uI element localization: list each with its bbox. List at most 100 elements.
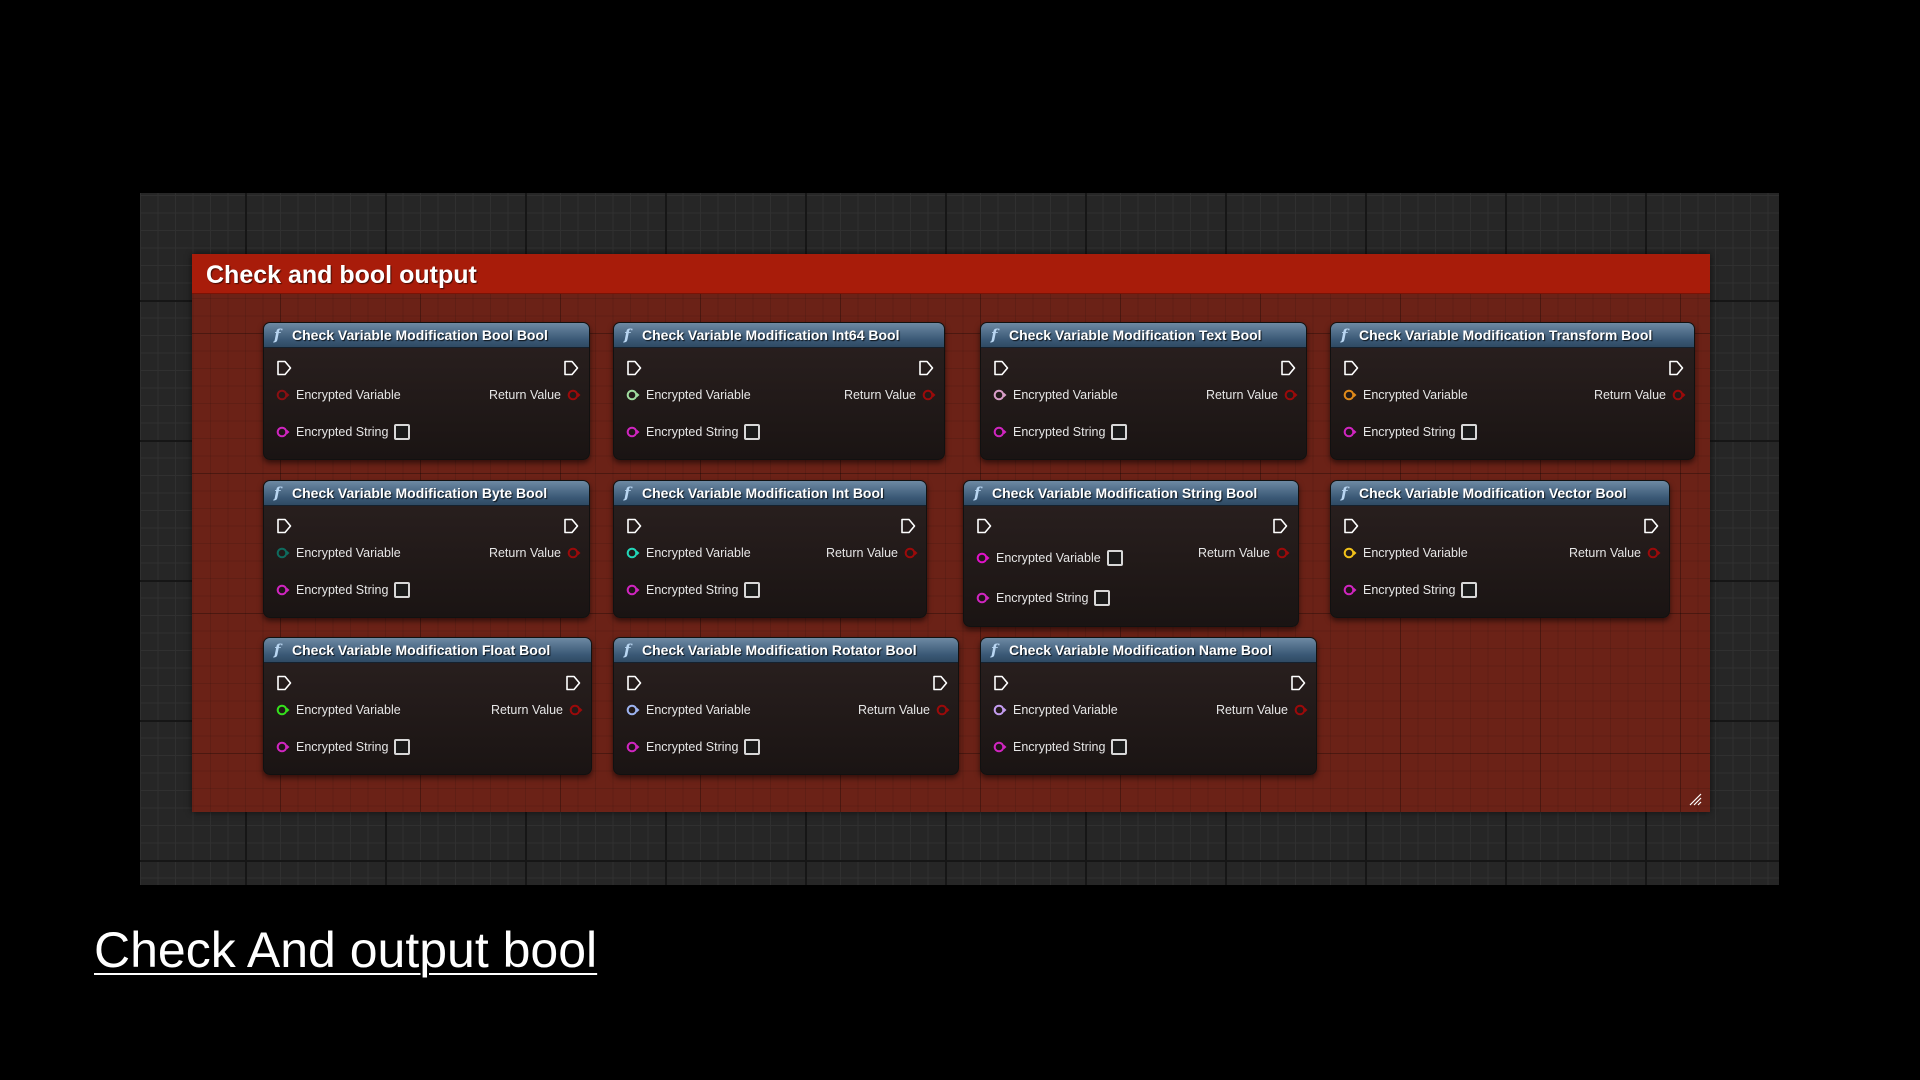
exec-in-icon[interactable] [1343,518,1359,534]
return-value-pin-icon[interactable] [1294,703,1308,717]
encrypted-variable-pin-icon[interactable] [626,388,640,402]
encrypted-variable-pin-icon[interactable] [976,551,990,565]
encrypted-string-pin-icon[interactable] [993,425,1007,439]
return-value-pin-icon[interactable] [1647,546,1661,560]
exec-in-icon[interactable] [993,360,1009,376]
encrypted-string-checkbox[interactable] [1461,582,1478,598]
encrypted-string-pin-icon[interactable] [626,583,640,597]
exec-out-icon[interactable] [1272,518,1288,534]
return-value-pin-icon[interactable] [1276,546,1290,560]
exec-out-icon[interactable] [563,360,579,376]
return-value-pin-icon[interactable] [567,546,581,560]
function-icon: f [991,326,998,344]
resize-handle-icon[interactable] [1688,792,1702,806]
node-title: Check Variable Modification Int64 Bool [642,327,900,343]
exec-in-icon[interactable] [993,675,1009,691]
exec-in-icon[interactable] [626,675,642,691]
exec-out-icon[interactable] [1290,675,1306,691]
encrypted-string-pin-icon[interactable] [993,740,1007,754]
encrypted-string-pin-icon[interactable] [976,591,990,605]
return-value-pin-icon[interactable] [904,546,918,560]
return-value-row: Return Value [1569,546,1661,560]
encrypted-string-checkbox[interactable] [744,582,761,598]
return-value-pin-icon[interactable] [567,388,581,402]
comment-header[interactable]: Check and bool output [192,254,1710,294]
encrypted-string-checkbox[interactable] [744,424,761,440]
encrypted-string-checkbox[interactable] [1461,424,1478,440]
return-value-pin-icon[interactable] [936,703,950,717]
exec-in-icon[interactable] [1343,360,1359,376]
encrypted-string-checkbox[interactable] [1094,590,1111,606]
return-value-pin-icon[interactable] [1672,388,1686,402]
encrypted-string-checkbox[interactable] [394,739,411,755]
encrypted-variable-pin-icon[interactable] [1343,546,1357,560]
exec-out-icon[interactable] [1643,518,1659,534]
exec-out-icon[interactable] [932,675,948,691]
exec-out-icon[interactable] [1668,360,1684,376]
encrypted-string-pin-icon[interactable] [276,740,290,754]
encrypted-string-pin-icon[interactable] [276,583,290,597]
encrypted-string-checkbox[interactable] [1111,739,1128,755]
exec-out-icon[interactable] [565,675,581,691]
encrypted-variable-pin-icon[interactable] [1343,388,1357,402]
return-value-label: Return Value [843,388,916,402]
encrypted-string-checkbox[interactable] [1111,424,1128,440]
encrypted-variable-pin-icon[interactable] [276,388,290,402]
encrypted-string-pin-icon[interactable] [1343,425,1357,439]
encrypted-variable-checkbox[interactable] [1106,550,1123,566]
encrypted-string-pin-icon[interactable] [626,740,640,754]
encrypted-string-checkbox[interactable] [394,582,411,598]
encrypted-variable-pin-icon[interactable] [276,546,290,560]
function-icon: f [624,484,631,502]
exec-out-icon[interactable] [918,360,934,376]
return-value-pin-icon[interactable] [922,388,936,402]
encrypted-string-pin-icon[interactable] [1343,583,1357,597]
exec-out-icon[interactable] [563,518,579,534]
exec-in-icon[interactable] [626,518,642,534]
encrypted-variable-pin-icon[interactable] [626,546,640,560]
encrypted-string-checkbox[interactable] [394,424,411,440]
return-value-pin-icon[interactable] [569,703,583,717]
encrypted-variable-pin-icon[interactable] [626,703,640,717]
encrypted-string-pin-icon[interactable] [276,425,290,439]
encrypted-string-checkbox[interactable] [744,739,761,755]
exec-in-icon[interactable] [276,518,292,534]
return-value-pin-icon[interactable] [1284,388,1298,402]
encrypted-variable-pin-icon[interactable] [993,388,1007,402]
encrypted-variable-pin-icon[interactable] [993,703,1007,717]
exec-in-icon[interactable] [276,360,292,376]
encrypted-string-pin-icon[interactable] [626,425,640,439]
exec-in-icon[interactable] [276,675,292,691]
encrypted-variable-pin-icon[interactable] [276,703,290,717]
exec-in-icon[interactable] [626,360,642,376]
input-string-label: Encrypted String [646,583,739,597]
return-value-row: Return Value [844,388,936,402]
return-value-label: Return Value [825,546,898,560]
exec-out-icon[interactable] [900,518,916,534]
comment-title[interactable]: Check and bool output [206,261,477,289]
exec-out-icon[interactable] [1280,360,1296,376]
exec-in-icon[interactable] [976,518,992,534]
